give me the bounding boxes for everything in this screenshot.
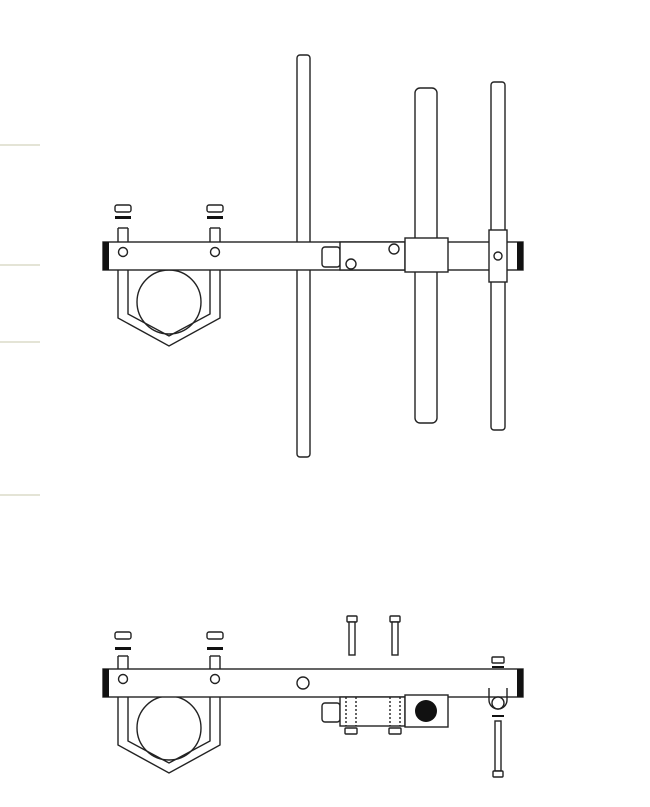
assembled-view bbox=[102, 54, 524, 458]
u-bolt bbox=[117, 227, 221, 347]
element-clamp bbox=[488, 656, 508, 778]
feed-connector-block bbox=[321, 694, 449, 735]
nuts-washers bbox=[114, 631, 224, 650]
feed-connector-block bbox=[321, 241, 406, 271]
nuts-washers bbox=[114, 204, 224, 219]
exploded-view bbox=[102, 615, 524, 778]
element-collar bbox=[404, 237, 449, 273]
boom bbox=[102, 668, 524, 698]
element-clamp bbox=[488, 229, 508, 283]
boom bbox=[102, 241, 524, 271]
cap-screws bbox=[346, 615, 401, 656]
margin-rules bbox=[0, 144, 40, 496]
u-bolt bbox=[117, 655, 221, 774]
